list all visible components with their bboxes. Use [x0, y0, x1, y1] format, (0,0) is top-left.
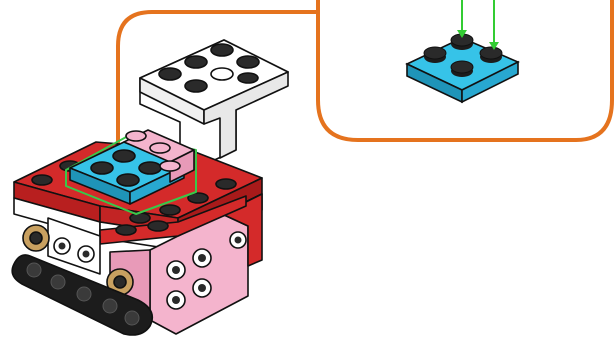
- tan-bushings: [22, 224, 134, 296]
- technic-brick: [47, 217, 101, 275]
- arrow-head-left: [457, 30, 467, 38]
- lego-model: [11, 39, 289, 336]
- pink-plate-top: [123, 129, 195, 183]
- callout-connector-line: [116, 10, 318, 156]
- black-tread: [11, 254, 154, 336]
- callout: [105, 0, 614, 171]
- red-front-plates: [99, 195, 247, 245]
- white-upright-tower: [139, 39, 289, 177]
- callout-frame: [316, 0, 614, 142]
- part-2x2-plate: [405, 0, 520, 104]
- arrow-head-right: [489, 42, 499, 50]
